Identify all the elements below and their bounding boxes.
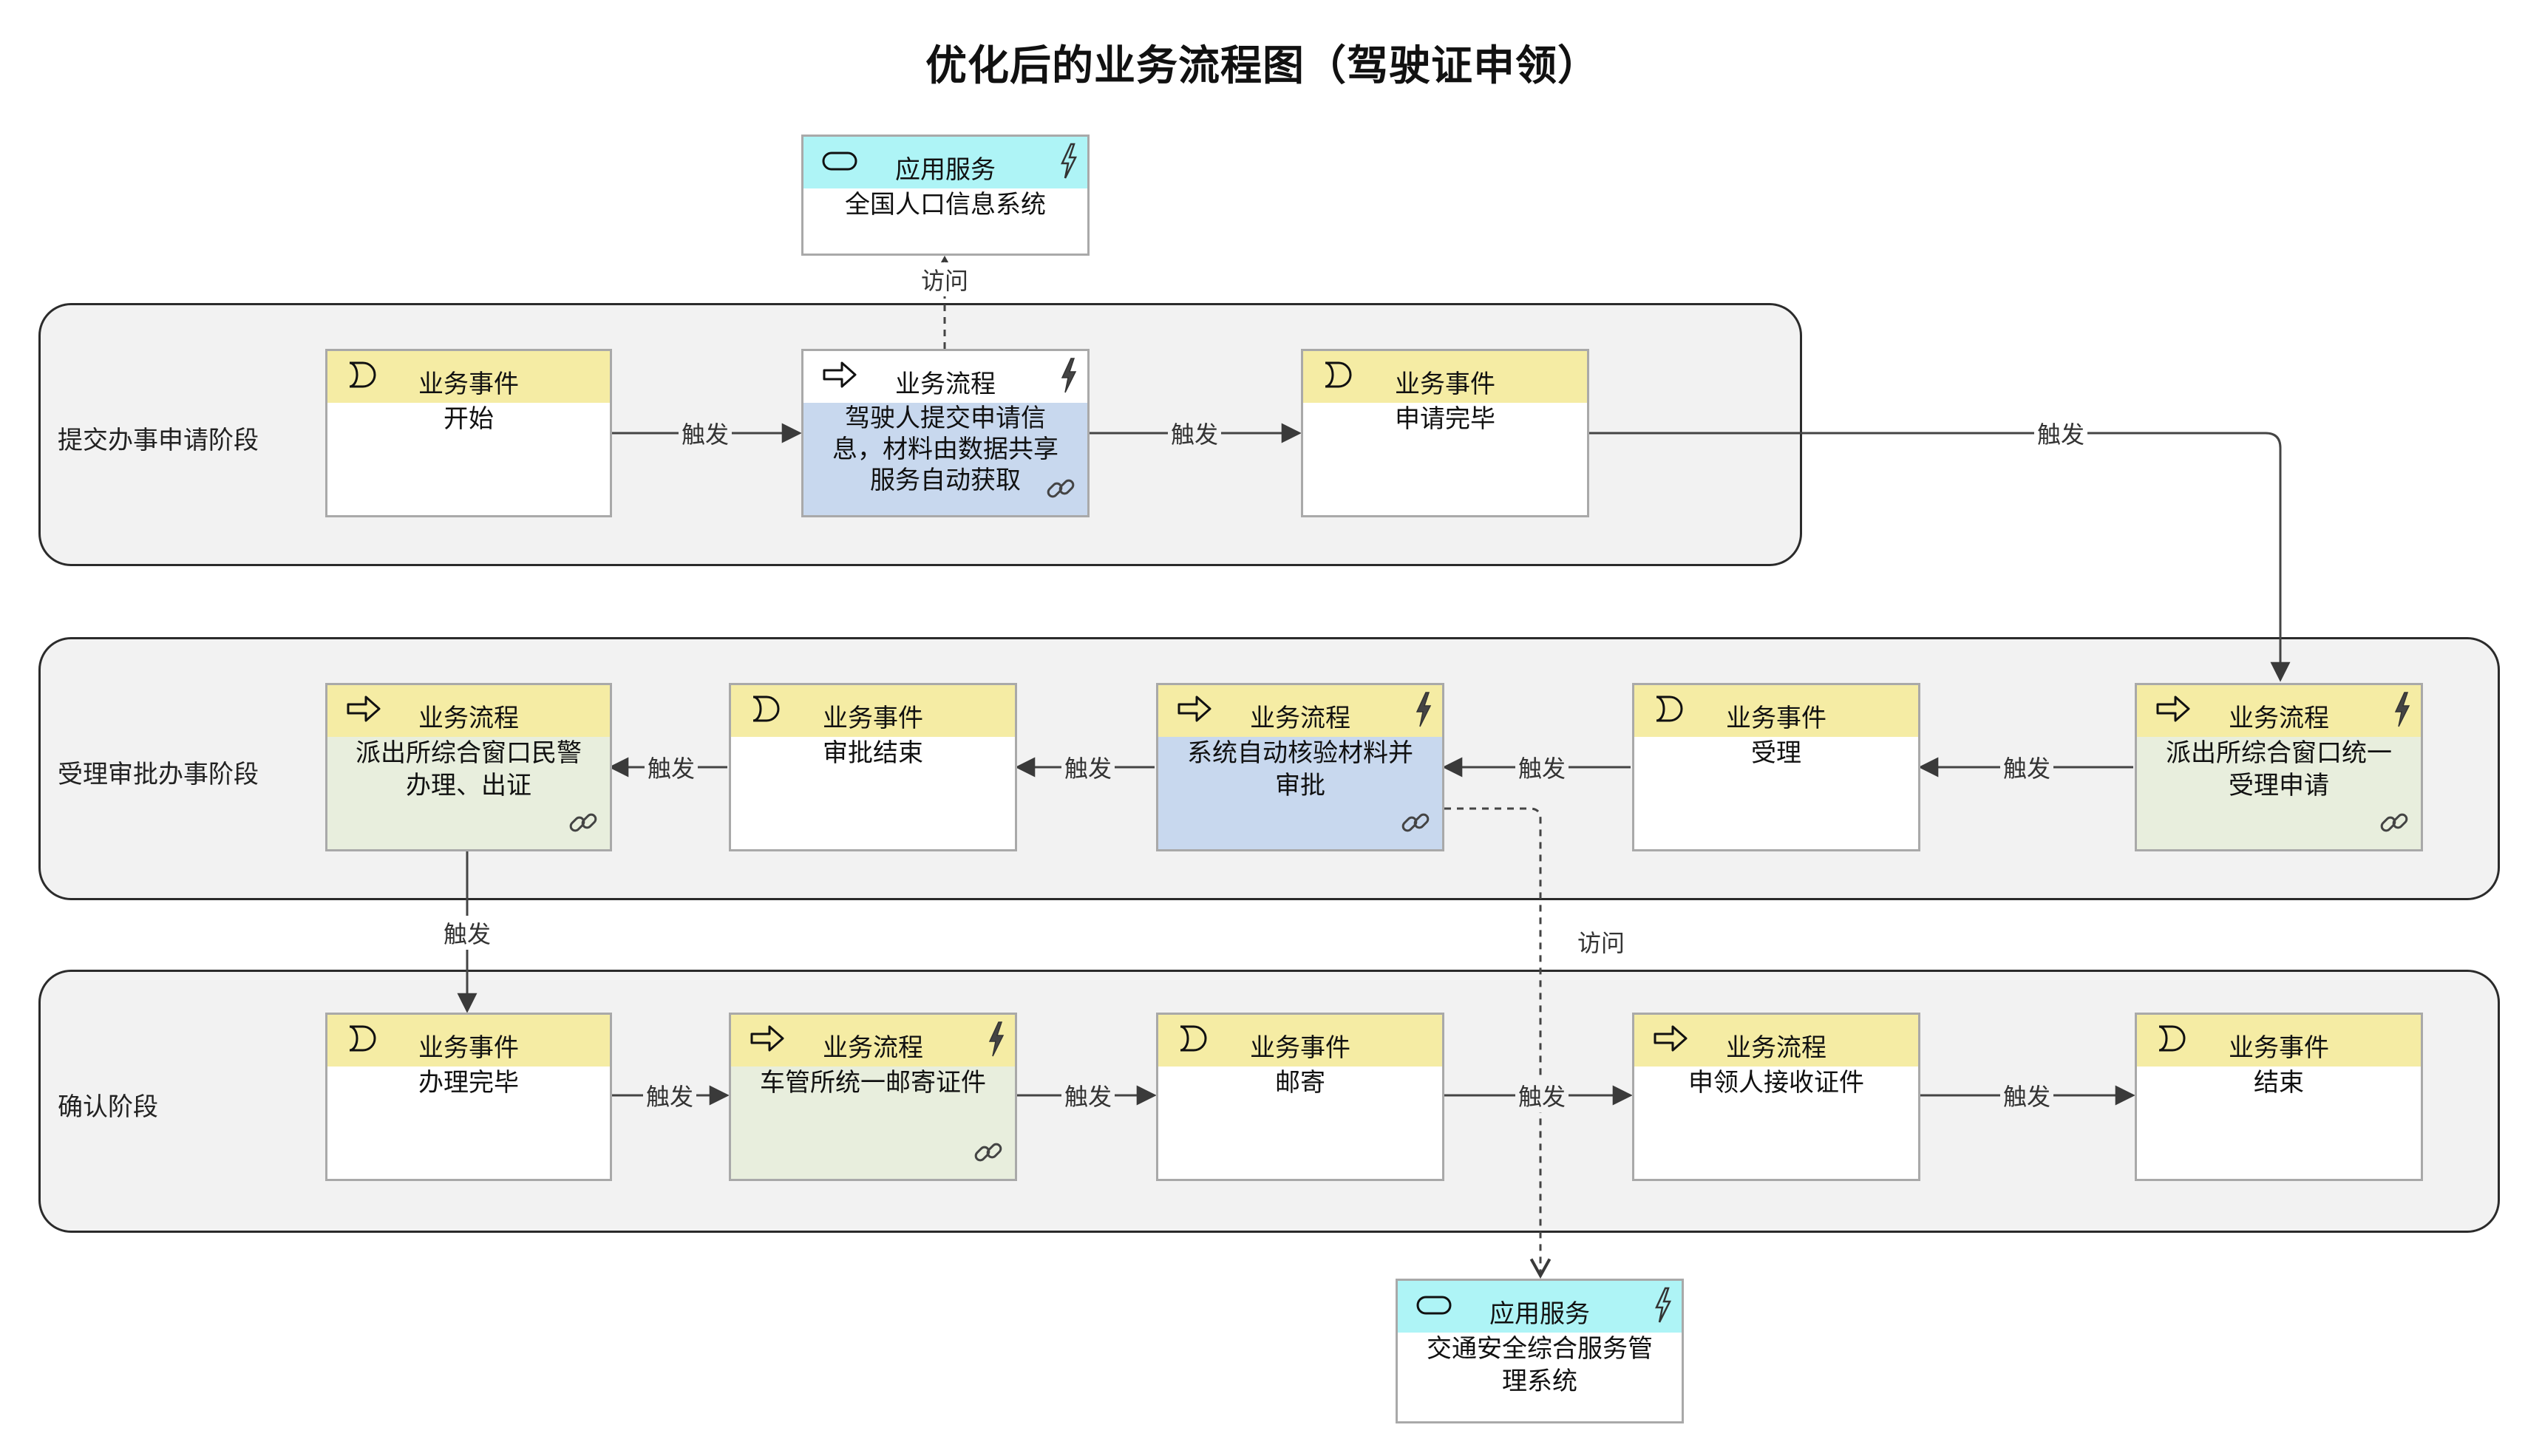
event-start[interactable]: 业务事件 开始 <box>325 349 612 517</box>
event-accepted[interactable]: 业务事件 受理 <box>1632 683 1920 851</box>
lane-approve-label: 受理审批办事阶段 <box>58 760 259 789</box>
node-text: 驾驶人提交申请信息，材料由数据共享服务自动获取 <box>832 404 1058 495</box>
node-text: 结束 <box>2254 1068 2304 1098</box>
node-type-label: 业务流程 <box>823 1033 923 1063</box>
event-application-complete[interactable]: 业务事件 申请完毕 <box>1301 349 1589 517</box>
edge-label-submit-submitted: 触发 <box>1167 416 1222 450</box>
event-icon <box>1656 695 1683 722</box>
process-police-issue[interactable]: 业务流程 派出所综合窗口民警办理、出证 <box>325 683 612 851</box>
service-pill-icon <box>1416 1296 1452 1315</box>
lightning-icon <box>1061 358 1077 393</box>
process-auto-verify[interactable]: 业务流程 系统自动核验材料并审批 <box>1156 683 1444 851</box>
node-type-label: 业务事件 <box>823 704 923 733</box>
lane-submit-label: 提交办事申请阶段 <box>58 426 259 455</box>
lightning-icon <box>1416 692 1432 727</box>
node-type-label: 业务流程 <box>1250 704 1350 733</box>
event-mailed[interactable]: 业务事件 邮寄 <box>1156 1013 1444 1181</box>
diagram-title: 优化后的业务流程图（驾驶证申领） <box>925 42 1600 90</box>
link-icon <box>974 1143 1002 1162</box>
node-type-label: 业务事件 <box>2229 1033 2329 1063</box>
node-text: 开始 <box>444 404 494 434</box>
node-text: 邮寄 <box>1275 1068 1325 1098</box>
event-end[interactable]: 业务事件 结束 <box>2135 1013 2423 1181</box>
edge-submitted-window <box>1589 432 2291 682</box>
edge-label-window-accepted: 触发 <box>1999 750 2054 784</box>
edge-label-mail-mailed: 触发 <box>1061 1078 1115 1112</box>
lightning-icon <box>2394 692 2410 727</box>
process-window-accept[interactable]: 业务流程 派出所综合窗口统一受理申请 <box>2135 683 2423 851</box>
edge-label-police-done: 触发 <box>440 916 495 950</box>
node-text: 受理 <box>1751 738 1801 768</box>
node-text: 申领人接收证件 <box>1688 1068 1864 1098</box>
node-text: 派出所综合窗口统一受理申请 <box>2166 738 2392 800</box>
event-icon <box>2158 1025 2186 1052</box>
lightning-icon <box>1655 1287 1672 1323</box>
link-icon <box>569 813 597 832</box>
node-type-label: 业务流程 <box>2229 704 2329 733</box>
node-text: 系统自动核验材料并审批 <box>1187 738 1413 800</box>
event-icon <box>349 1025 376 1052</box>
edge-verify-app-bottom <box>1444 807 1552 1279</box>
link-icon <box>1401 813 1430 832</box>
event-icon <box>1325 361 1352 388</box>
process-arrow-icon <box>823 361 857 388</box>
node-type-label: 业务事件 <box>1395 370 1495 399</box>
event-icon <box>752 695 780 722</box>
node-type-label: 业务事件 <box>1250 1033 1350 1063</box>
edge-label-access-top: 访问 <box>917 262 972 296</box>
lightning-icon <box>1061 143 1078 179</box>
app-service-population[interactable]: 应用服务 全国人口信息系统 <box>801 135 1090 256</box>
event-icon <box>349 361 376 388</box>
process-mail-certificate[interactable]: 业务流程 车管所统一邮寄证件 <box>729 1013 1017 1181</box>
event-icon <box>1180 1025 1207 1052</box>
lane-confirm-label: 确认阶段 <box>58 1092 158 1122</box>
edge-label-accepted-verify: 触发 <box>1515 750 1569 784</box>
edge-label-done-mail: 触发 <box>642 1078 697 1112</box>
link-icon <box>1047 479 1075 498</box>
edge-label-submitted-window: 触发 <box>2033 416 2088 450</box>
edge-label-access-bottom: 访问 <box>1574 925 1628 959</box>
event-approval-complete[interactable]: 业务事件 审批结束 <box>729 683 1017 851</box>
node-text: 审批结束 <box>823 738 923 768</box>
edge-label-receive-end: 触发 <box>1999 1078 2054 1112</box>
node-text: 交通安全综合服务管理系统 <box>1427 1334 1653 1396</box>
node-text: 全国人口信息系统 <box>845 190 1046 220</box>
process-arrow-icon <box>347 695 381 722</box>
process-arrow-icon <box>2156 695 2190 722</box>
event-processing-complete[interactable]: 业务事件 办理完毕 <box>325 1013 612 1181</box>
node-type-label: 应用服务 <box>1489 1299 1590 1329</box>
link-icon <box>2380 813 2408 832</box>
node-text: 办理完毕 <box>418 1068 519 1098</box>
node-text: 派出所综合窗口民警办理、出证 <box>356 738 582 800</box>
process-arrow-icon <box>1654 1025 1688 1052</box>
process-receive-certificate[interactable]: 业务流程 申领人接收证件 <box>1632 1013 1920 1181</box>
node-type-label: 业务流程 <box>418 704 519 733</box>
node-type-label: 业务事件 <box>1726 704 1826 733</box>
edge-label-verify-approved: 触发 <box>1061 750 1115 784</box>
node-type-label: 业务事件 <box>418 1033 519 1063</box>
node-text: 申请完毕 <box>1395 404 1495 434</box>
lightning-icon <box>988 1021 1005 1057</box>
node-type-label: 应用服务 <box>895 155 996 185</box>
edge-label-approved-police: 触发 <box>644 750 699 784</box>
node-type-label: 业务流程 <box>1726 1033 1826 1063</box>
process-arrow-icon <box>750 1025 784 1052</box>
process-arrow-icon <box>1177 695 1211 722</box>
node-type-label: 业务事件 <box>418 370 519 399</box>
edge-label-start-submit: 触发 <box>678 416 733 450</box>
edge-label-mailed-receive: 触发 <box>1515 1078 1569 1112</box>
node-text: 车管所统一邮寄证件 <box>760 1068 986 1098</box>
service-pill-icon <box>822 152 857 171</box>
app-service-traffic[interactable]: 应用服务 交通安全综合服务管理系统 <box>1396 1279 1684 1423</box>
node-type-label: 业务流程 <box>895 370 996 399</box>
process-submit-application[interactable]: 业务流程 驾驶人提交申请信息，材料由数据共享服务自动获取 <box>801 349 1090 517</box>
